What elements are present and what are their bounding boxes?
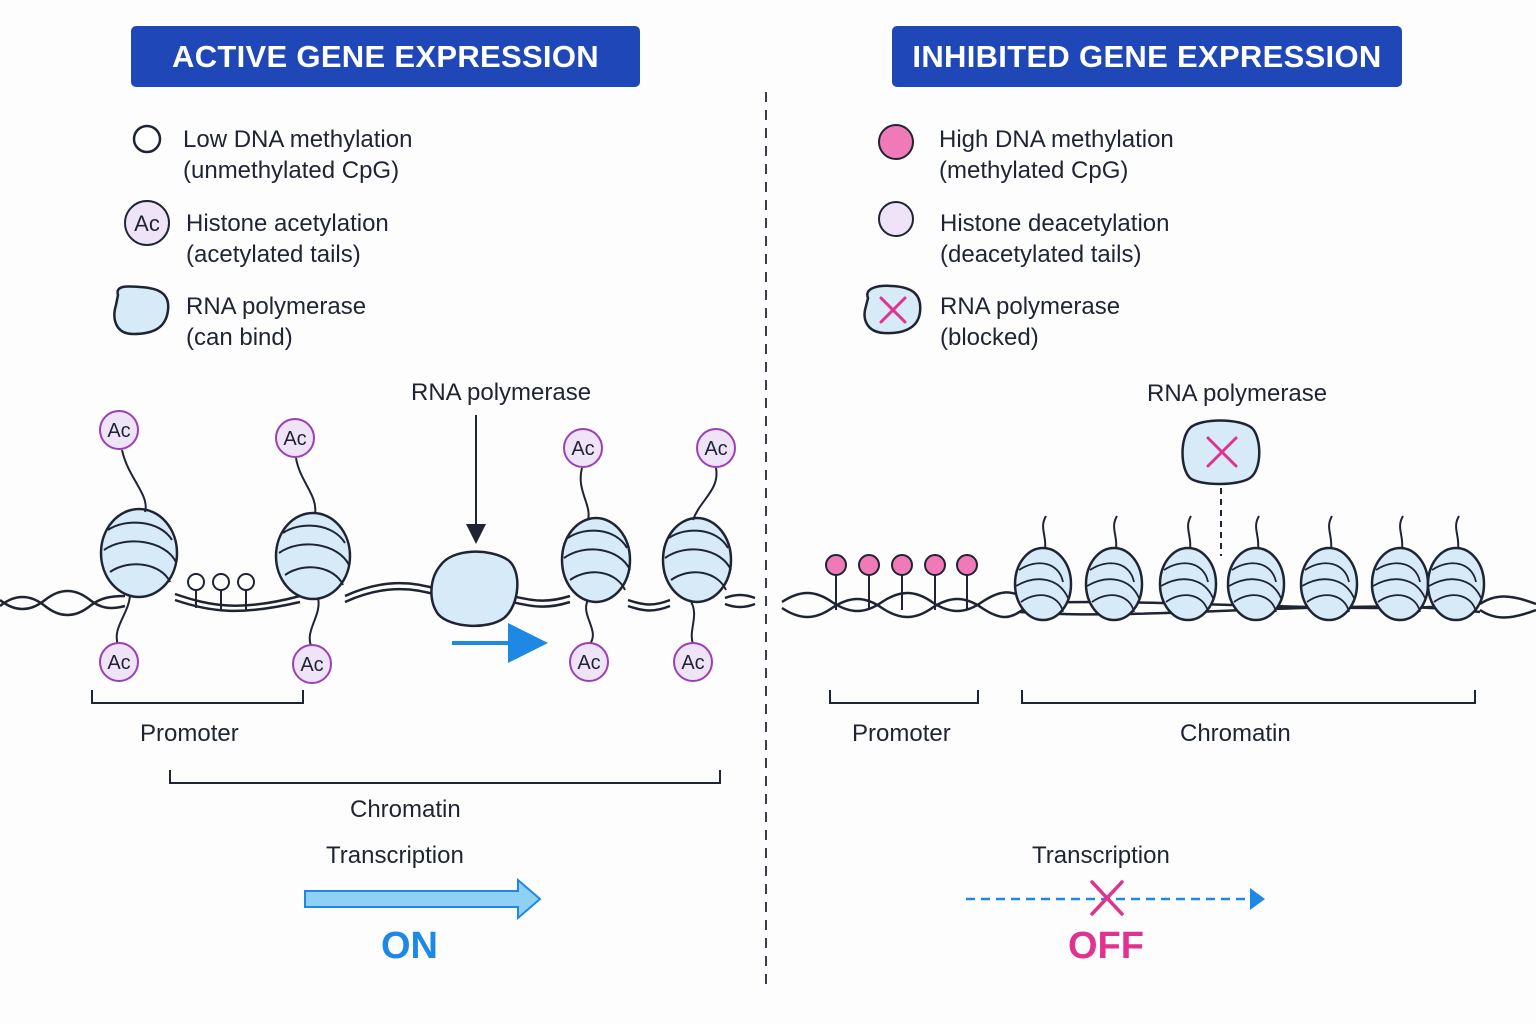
legend-item-polymerase-blocked: RNA polymerase (blocked) [940,291,1120,353]
legend-line2: (can bind) [186,324,293,351]
ac-tag: Ac [99,410,139,450]
state-on-label: ON [381,925,438,967]
ac-tag: Ac [696,428,736,468]
ac-tag: Ac [673,642,713,682]
legend-line2: (unmethylated CpG) [183,157,400,184]
active-nucleosome [661,516,733,604]
ac-tag: Ac [275,418,315,458]
chromatin-label-inhibited: Chromatin [1180,720,1291,747]
legend-item-high-methylation: High DNA methylation (methylated CpG) [939,124,1174,186]
compact-nucleosome [1370,515,1430,622]
chromatin-bracket-active [169,770,721,784]
promoter-label-inhibited: Promoter [852,720,951,747]
compact-nucleosome-array [1013,515,1486,622]
chromatin-bracket-inhibited [1021,690,1476,704]
compact-nucleosome [1226,515,1286,622]
unmethylated-cpg-sites [187,573,255,610]
compact-nucleosome [1084,515,1144,622]
legend-item-deacetylation: Histone deacetylation (deacetylated tail… [940,208,1169,270]
legend-item-acetylation: Histone acetylation (acetylated tails) [186,208,389,270]
active-nucleosome [560,516,632,604]
legend-line1: RNA polymerase [186,293,367,320]
legend-line2: (deacetylated tails) [940,241,1142,268]
ac-tag: Ac [292,644,332,684]
legend-line1: Low DNA methylation [183,126,413,153]
promoter-label-active: Promoter [140,720,239,747]
legend-item-polymerase-can-bind: RNA polymerase (can bind) [186,291,366,353]
ac-circle-icon: Ac [124,200,170,246]
rna-polymerase-icon [113,285,170,336]
legend-line1: Histone deacetylation [940,210,1170,237]
lavender-circle-icon [878,201,914,237]
transcription-label-active: Transcription [326,842,464,869]
bound-rna-polymerase [430,550,519,628]
legend-line1: RNA polymerase [940,293,1121,320]
legend-line2: (acetylated tails) [186,241,361,268]
transcription-off-arrowhead [1250,888,1265,910]
svg-text:Ac: Ac [107,652,130,674]
compact-nucleosome [1013,515,1073,622]
legend-line2: (methylated CpG) [939,157,1129,184]
inhibited-title-banner: INHIBITED GENE EXPRESSION [892,26,1402,87]
svg-text:Ac: Ac [300,654,323,676]
ac-tag: Ac [569,642,609,682]
compact-nucleosome [1158,515,1218,622]
legend-line1: Histone acetylation [186,210,389,237]
compact-nucleosome [1299,515,1359,622]
ac-tag: Ac [99,642,139,682]
transcription-label-inhibited: Transcription [1032,842,1170,869]
active-dna-strand [0,581,756,617]
svg-text:Ac: Ac [577,652,600,674]
svg-text:Ac: Ac [134,211,160,236]
blocked-polymerase-icon [863,284,922,335]
active-nucleosome [274,511,352,601]
svg-text:Ac: Ac [107,420,130,442]
legend-item-low-methylation: Low DNA methylation (unmethylated CpG) [183,124,412,186]
svg-text:Ac: Ac [681,652,704,674]
active-nucleosome [99,507,179,599]
chromatin-label-active: Chromatin [350,796,461,823]
state-off-label: OFF [1068,925,1144,967]
filled-pink-circle-icon [878,124,914,160]
promoter-bracket-inhibited [829,690,979,704]
blocked-rna-polymerase [1181,419,1261,486]
svg-text:Ac: Ac [704,438,727,460]
polymerase-label-active: RNA polymerase [411,379,592,406]
legend-line1: High DNA methylation [939,126,1174,153]
svg-text:Ac: Ac [283,428,306,450]
blocked-x-icon [1090,880,1124,916]
transcription-on-arrow [304,877,542,921]
svg-text:Ac: Ac [571,438,594,460]
promoter-bracket-active [91,690,304,704]
compact-nucleosome [1426,515,1486,622]
polymerase-label-inhibited: RNA polymerase [1147,380,1328,407]
ac-tag: Ac [563,428,603,468]
methylated-cpg-sites [825,554,978,610]
legend-line2: (blocked) [940,324,1039,351]
acetylated-tails [115,449,718,647]
open-circle-icon [132,124,162,154]
active-title-banner: ACTIVE GENE EXPRESSION [131,26,640,87]
